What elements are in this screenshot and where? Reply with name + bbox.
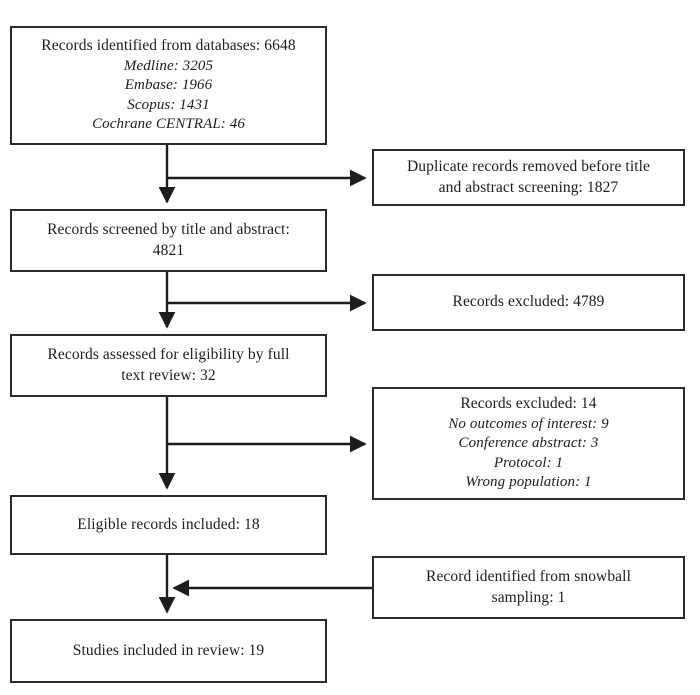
- node-snowball-sampling-line2: sampling: 1: [491, 588, 566, 606]
- node-records-excluded-fulltext: Records excluded: 14 No outcomes of inte…: [372, 387, 685, 500]
- node-duplicates-removed-line2: and abstract screening: 1827: [438, 178, 619, 196]
- node-exclusion-reason-no-outcomes: No outcomes of interest: 9: [448, 415, 609, 432]
- node-duplicates-removed-line1: Duplicate records removed before title: [406, 158, 651, 176]
- node-records-identified-title: Records identified from databases: 6648: [41, 37, 296, 55]
- node-exclusion-reason-protocol: Protocol: 1: [493, 454, 564, 471]
- node-records-excluded-fulltext-title: Records excluded: 14: [460, 395, 597, 413]
- node-records-excluded-screening: Records excluded: 4789: [372, 274, 685, 331]
- node-snowball-sampling-line1: Record identified from snowball: [426, 568, 631, 586]
- node-records-identified: Records identified from databases: 6648 …: [10, 26, 327, 145]
- node-source-embase: Embase: 1966: [124, 77, 213, 94]
- node-records-screened-line2: 4821: [152, 241, 185, 259]
- node-studies-included: Studies included in review: 19: [10, 619, 327, 683]
- node-exclusion-reason-wrong-population: Wrong population: 1: [465, 474, 592, 491]
- node-records-assessed-eligibility: Records assessed for eligibility by full…: [10, 334, 327, 397]
- node-records-excluded-screening-line1: Records excluded: 4789: [452, 293, 605, 311]
- node-records-assessed-eligibility-line2: text review: 32: [121, 366, 216, 384]
- node-records-assessed-eligibility-line1: Records assessed for eligibility by full: [47, 346, 290, 364]
- node-source-cochrane-central: Cochrane CENTRAL: 46: [92, 116, 245, 133]
- node-snowball-sampling: Record identified from snowball sampling…: [372, 556, 685, 619]
- node-source-medline: Medline: 3205: [123, 57, 214, 74]
- node-source-scopus: Scopus: 1431: [127, 96, 210, 113]
- node-exclusion-reason-conference-abstract: Conference abstract: 3: [458, 435, 599, 452]
- node-duplicates-removed: Duplicate records removed before title a…: [372, 149, 685, 206]
- node-studies-included-line1: Studies included in review: 19: [72, 641, 265, 659]
- node-eligible-records-included: Eligible records included: 18: [10, 495, 327, 555]
- node-records-screened: Records screened by title and abstract: …: [10, 209, 327, 272]
- node-records-screened-line1: Records screened by title and abstract:: [47, 221, 290, 239]
- node-eligible-records-included-line1: Eligible records included: 18: [77, 515, 260, 533]
